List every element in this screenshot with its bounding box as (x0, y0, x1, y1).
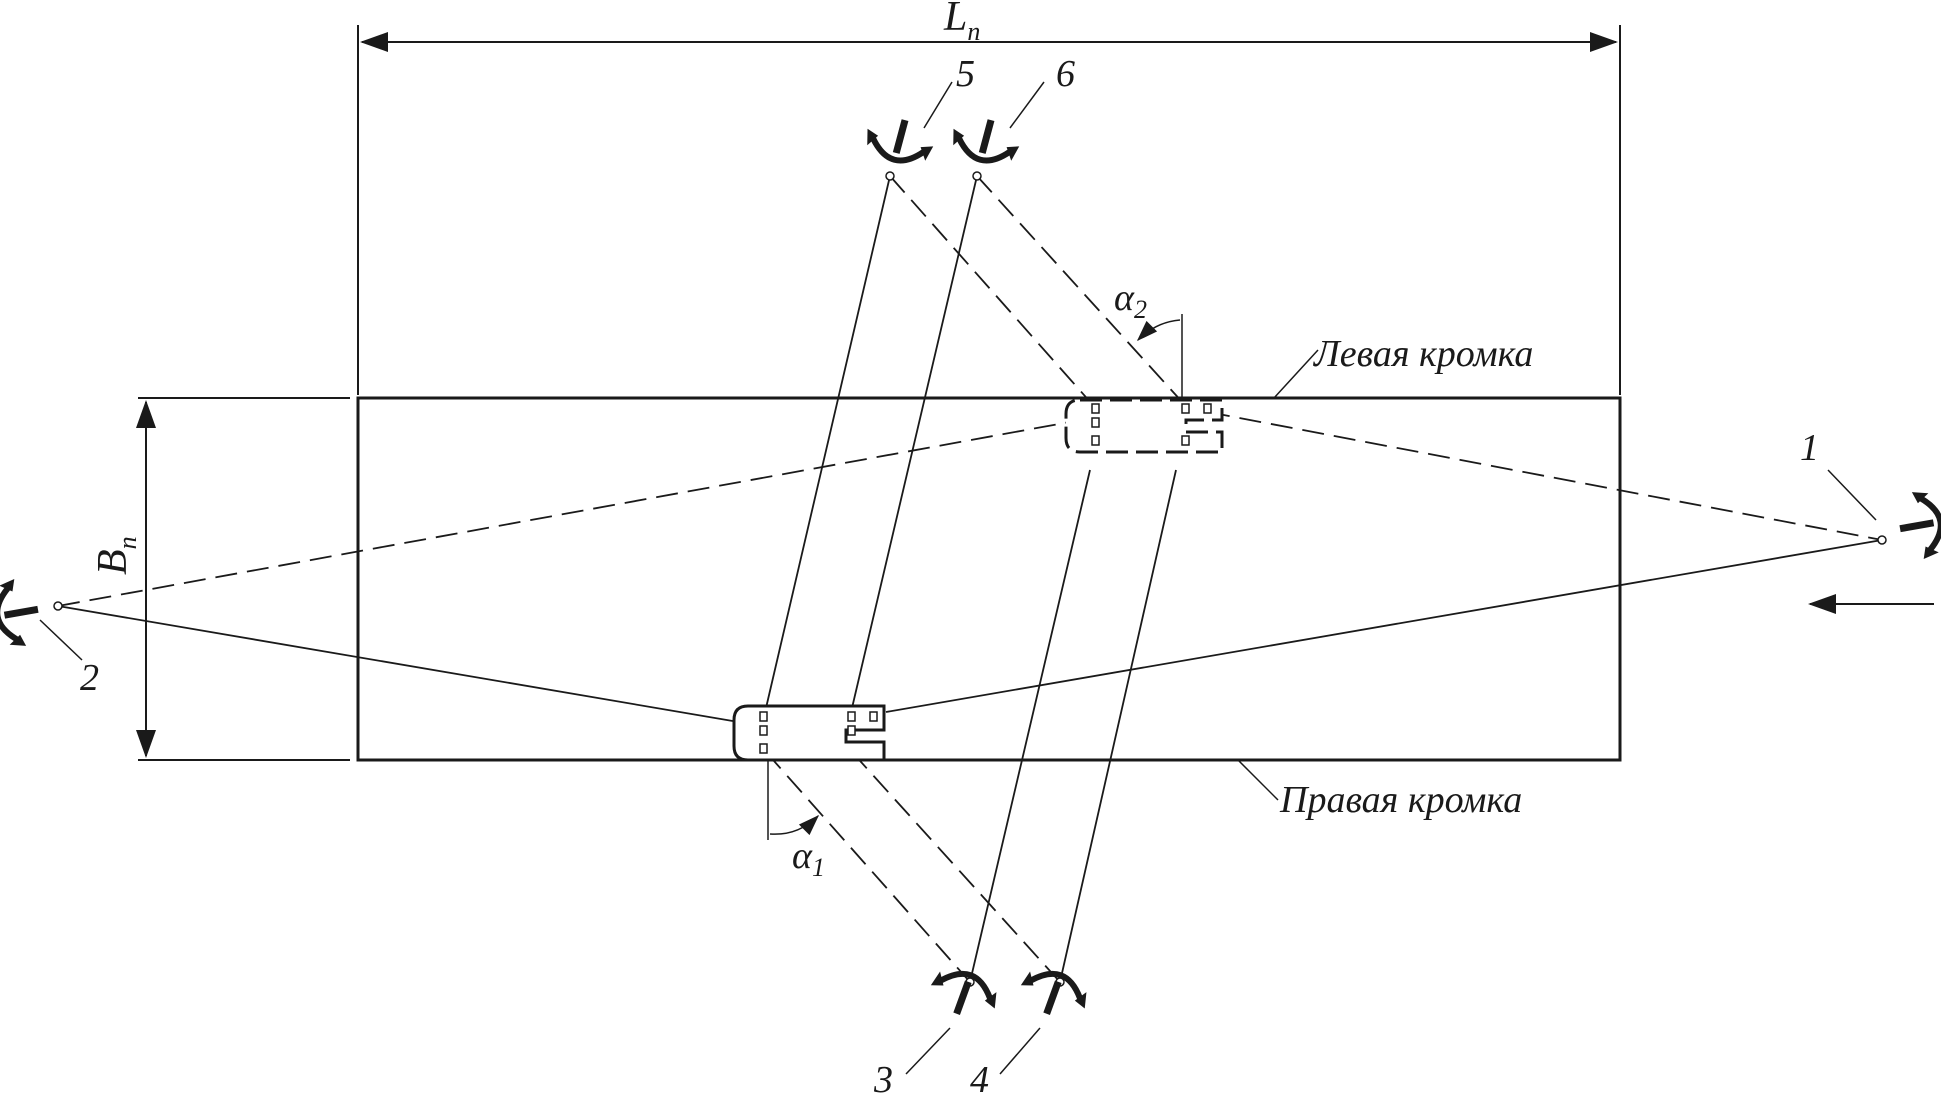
anchor-4-number: 4 (970, 1059, 989, 1097)
anchor-6-icon (948, 111, 1024, 168)
anchor-2-icon (0, 576, 44, 650)
vessel-position-2 (1064, 398, 1224, 454)
cables-dashed (57, 175, 1883, 983)
anchor-3-number: 3 (873, 1059, 893, 1097)
anchor-2-number: 2 (80, 657, 99, 699)
angle-alpha2-label: α2 (1114, 277, 1147, 324)
cables-solid (57, 175, 1883, 983)
right-edge-label: Правая кромка (1279, 779, 1522, 821)
width-label: Bn (90, 536, 142, 575)
length-label: Ln (943, 0, 980, 46)
angle-alpha1 (767, 760, 820, 840)
anchor-4-icon (1015, 964, 1093, 1026)
vessel-1-winches (759, 711, 878, 754)
left-edge-label: Левая кромка (1313, 333, 1533, 375)
left-edge-leader (1273, 349, 1319, 399)
angle-alpha1-label: α1 (792, 835, 825, 882)
anchor-points (53, 171, 1887, 987)
anchor-number-leaders (39, 81, 1877, 1075)
work-area-rectangle (356, 396, 1622, 762)
anchor-1-icon (1894, 488, 1941, 562)
vessel-position-1 (732, 704, 886, 762)
anchor-5-number: 5 (956, 53, 975, 95)
length-dimension (357, 25, 1621, 395)
angle-alpha2 (1136, 314, 1183, 398)
anchor-3-icon (925, 964, 1003, 1026)
anchor-5-icon (862, 111, 938, 168)
vessel-2-winches (1091, 403, 1212, 446)
anchor-6-number: 6 (1056, 53, 1075, 95)
anchor-1-number: 1 (1800, 427, 1819, 469)
width-dimension (136, 397, 350, 761)
right-edge-leader (1237, 759, 1279, 801)
